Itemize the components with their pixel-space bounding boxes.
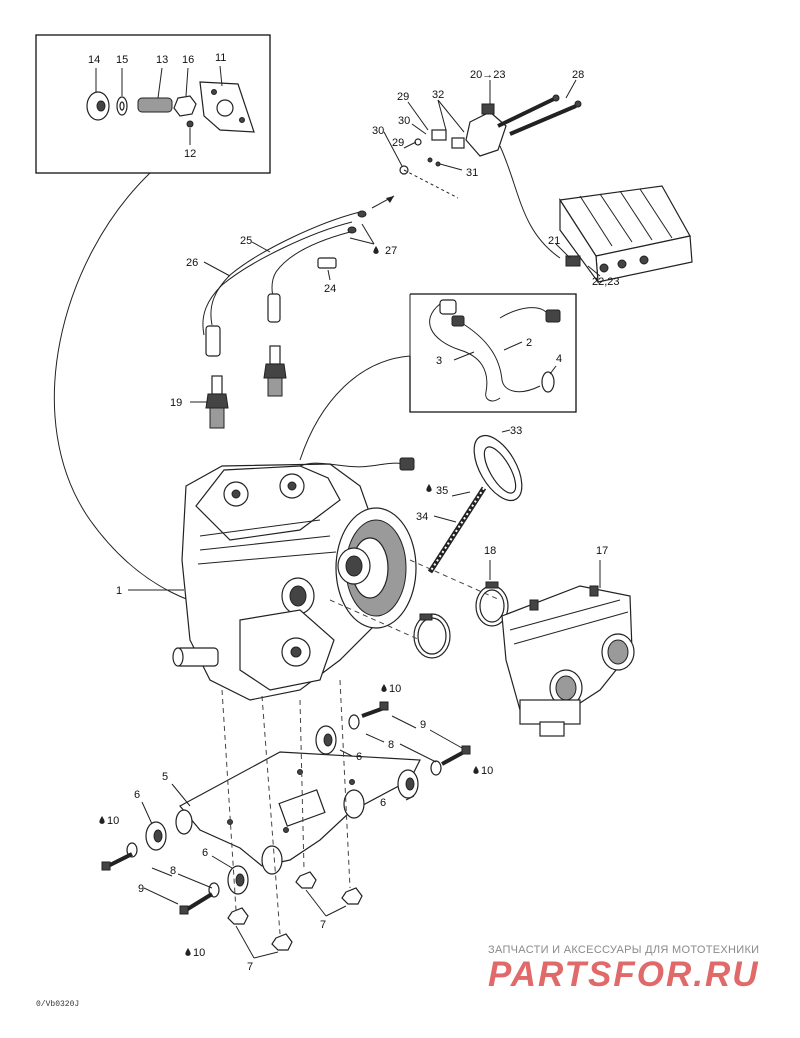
drop-icon-10b [185, 948, 191, 956]
label-10-top: 10 [389, 683, 401, 695]
label-10-bottom: 10 [193, 947, 205, 959]
label-29-top: 29 [397, 91, 409, 103]
label-20-23: 20→23 [470, 69, 505, 81]
label-34: 34 [416, 511, 428, 523]
label-28: 28 [572, 69, 584, 81]
drop-icon-27 [373, 246, 379, 254]
label-12: 12 [184, 148, 196, 160]
label-14: 14 [88, 54, 100, 66]
label-15: 15 [116, 54, 128, 66]
label-8-left: 8 [170, 865, 176, 877]
label-6-right-top: 6 [356, 751, 362, 763]
label-7-left: 7 [247, 961, 253, 973]
label-4: 4 [556, 353, 562, 365]
ignition-coil-group [383, 79, 693, 285]
label-19: 19 [170, 397, 182, 409]
label-8-right: 8 [388, 739, 394, 751]
label-5: 5 [162, 771, 168, 783]
label-25: 25 [240, 235, 252, 247]
callout-curve-harness [299, 355, 411, 461]
label-30-left: 30 [372, 125, 384, 137]
inset-box-harness [409, 293, 577, 413]
carburetor-clamps [329, 559, 509, 659]
watermark-tagline: ЗАПЧАСТИ И АКСЕССУАРЫ ДЛЯ МОТОТЕХНИКИ [488, 944, 760, 956]
rubber-mounts [141, 725, 419, 895]
label-3: 3 [436, 355, 442, 367]
label-6-right: 6 [380, 797, 386, 809]
label-6-left: 6 [134, 789, 140, 801]
engine-mount-plate [175, 751, 421, 875]
label-26: 26 [186, 257, 198, 269]
label-9-left: 9 [138, 883, 144, 895]
label-10-right: 10 [481, 765, 493, 777]
label-35: 35 [436, 485, 448, 497]
carburetors [501, 560, 635, 737]
fasteners [101, 701, 471, 959]
label-31: 31 [466, 167, 478, 179]
label-24: 24 [324, 283, 336, 295]
label-9-right: 9 [420, 719, 426, 731]
inset-box-bracket [35, 34, 271, 174]
spark-plugs [190, 345, 287, 429]
label-13: 13 [156, 54, 168, 66]
oil-tank-cap [427, 429, 523, 574]
label-30-top: 30 [398, 115, 410, 127]
label-18: 18 [484, 545, 496, 557]
label-33: 33 [510, 425, 522, 437]
label-17: 17 [596, 545, 608, 557]
label-6-bottom: 6 [202, 847, 208, 859]
label-11: 11 [215, 52, 226, 64]
label-10-left: 10 [107, 815, 119, 827]
label-22-23: 22,23 [592, 276, 620, 288]
label-2: 2 [526, 337, 532, 349]
label-7-right: 7 [320, 919, 326, 931]
label-21: 21 [548, 235, 560, 247]
assembly-dash-lines [221, 679, 351, 935]
drop-icon-35 [426, 484, 432, 492]
cdi-module [558, 185, 693, 285]
watermark-logo: PARTSFOR.RU [488, 955, 760, 994]
label-29-left: 29 [392, 137, 404, 149]
engine-assembly [128, 457, 417, 701]
label-27: 27 [385, 245, 397, 257]
spark-plug-wires [202, 195, 395, 357]
figure-code: 0/Vb0320J [36, 1000, 80, 1009]
label-1: 1 [116, 585, 122, 597]
drop-icon-10a [99, 816, 105, 824]
label-16: 16 [182, 54, 194, 66]
drop-icon-10d [473, 766, 479, 774]
label-32: 32 [432, 89, 444, 101]
drop-icon-10c [381, 684, 387, 692]
